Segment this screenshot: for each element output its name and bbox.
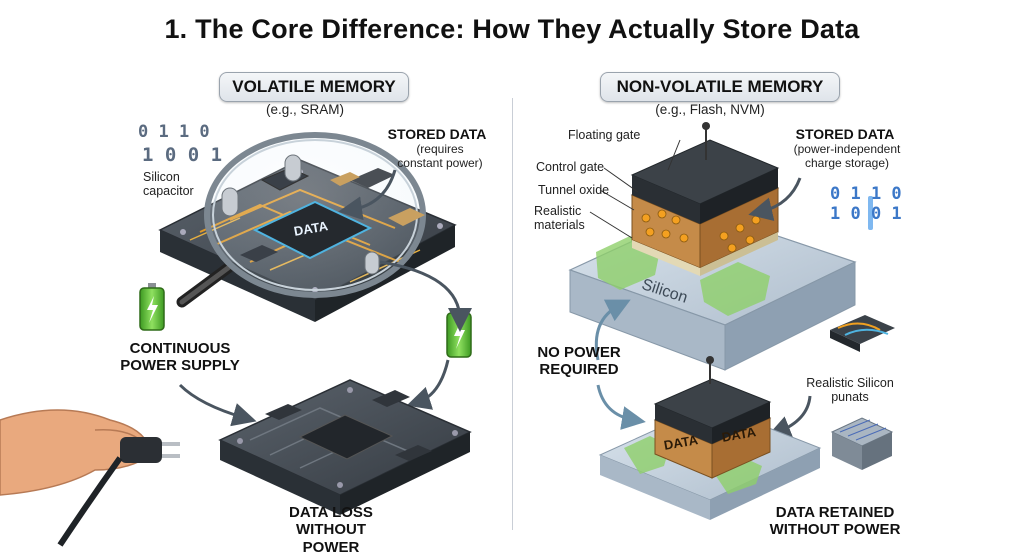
flow-arrow-down-right xyxy=(406,359,450,410)
stored-data-title-left: STORED DATA xyxy=(387,126,487,142)
binary-bits-left-row2: 1 0 0 1 xyxy=(142,144,223,166)
realistic-silicon-label: Realistic Silicon punats xyxy=(806,376,894,405)
binary-bits-left-row1: 0 1 1 0 xyxy=(138,122,210,142)
volatile-memory-subheading: (e.g., SRAM) xyxy=(265,102,344,117)
non-volatile-memory-heading: NON-VOLATILE MEMORY xyxy=(600,72,840,102)
stored-data-arrow-right xyxy=(748,177,802,221)
stored-data-title-right: STORED DATA xyxy=(795,126,895,142)
tunnel-oxide-label: Tunnel oxide xyxy=(538,183,610,197)
page-title: 1. The Core Difference: How They Actuall… xyxy=(164,14,860,44)
flow-arrow-down-left xyxy=(178,383,257,427)
cycle-arrow-down xyxy=(596,384,646,430)
realistic-materials-label: Realistic materials xyxy=(534,204,585,233)
cycle-arrow-up xyxy=(594,299,631,361)
volatile-circuit-board-bottom xyxy=(218,379,472,515)
stored-data-arrow-left xyxy=(338,169,397,221)
stored-data-note-left: (requires constant power) xyxy=(397,142,483,170)
silicon-wafer-icon xyxy=(830,417,894,470)
silicon-pointer-arrow xyxy=(766,395,812,439)
center-divider xyxy=(512,98,513,530)
volatile-memory-heading: VOLATILE MEMORY xyxy=(219,72,409,102)
floating-gate-transistor-bottom xyxy=(598,356,822,520)
mini-circuit-icon xyxy=(830,315,895,352)
binary-bits-right-row2: 1 0 0 1 xyxy=(830,204,902,224)
charge-indicator-icon xyxy=(868,196,873,230)
continuous-power-supply-label: CONTINUOUS POWER SUPPLY xyxy=(120,340,240,375)
stored-data-note-right: (power-independent charge storage) xyxy=(793,142,901,170)
binary-bits-right-row1: 0 1 1 0 xyxy=(830,184,902,204)
flow-arrow-right xyxy=(379,260,472,332)
hand-unplugging-icon xyxy=(0,409,180,547)
battery-icon-left xyxy=(139,283,165,331)
silicon-capacitor-label: Silicon capacitor xyxy=(143,170,194,199)
control-gate-label: Control gate xyxy=(536,160,605,174)
no-power-required-label: NO POWER REQUIRED xyxy=(537,344,621,379)
data-retained-label: DATA RETAINED WITHOUT POWER xyxy=(769,504,901,539)
non-volatile-memory-subheading: (e.g., Flash, NVM) xyxy=(655,102,765,117)
label-leader-lines xyxy=(589,139,681,239)
floating-gate-label: Floating gate xyxy=(568,128,641,142)
data-loss-label: DATA LOSS WITHOUT POWER xyxy=(289,504,373,556)
floating-gate-transistor-top xyxy=(568,122,857,371)
